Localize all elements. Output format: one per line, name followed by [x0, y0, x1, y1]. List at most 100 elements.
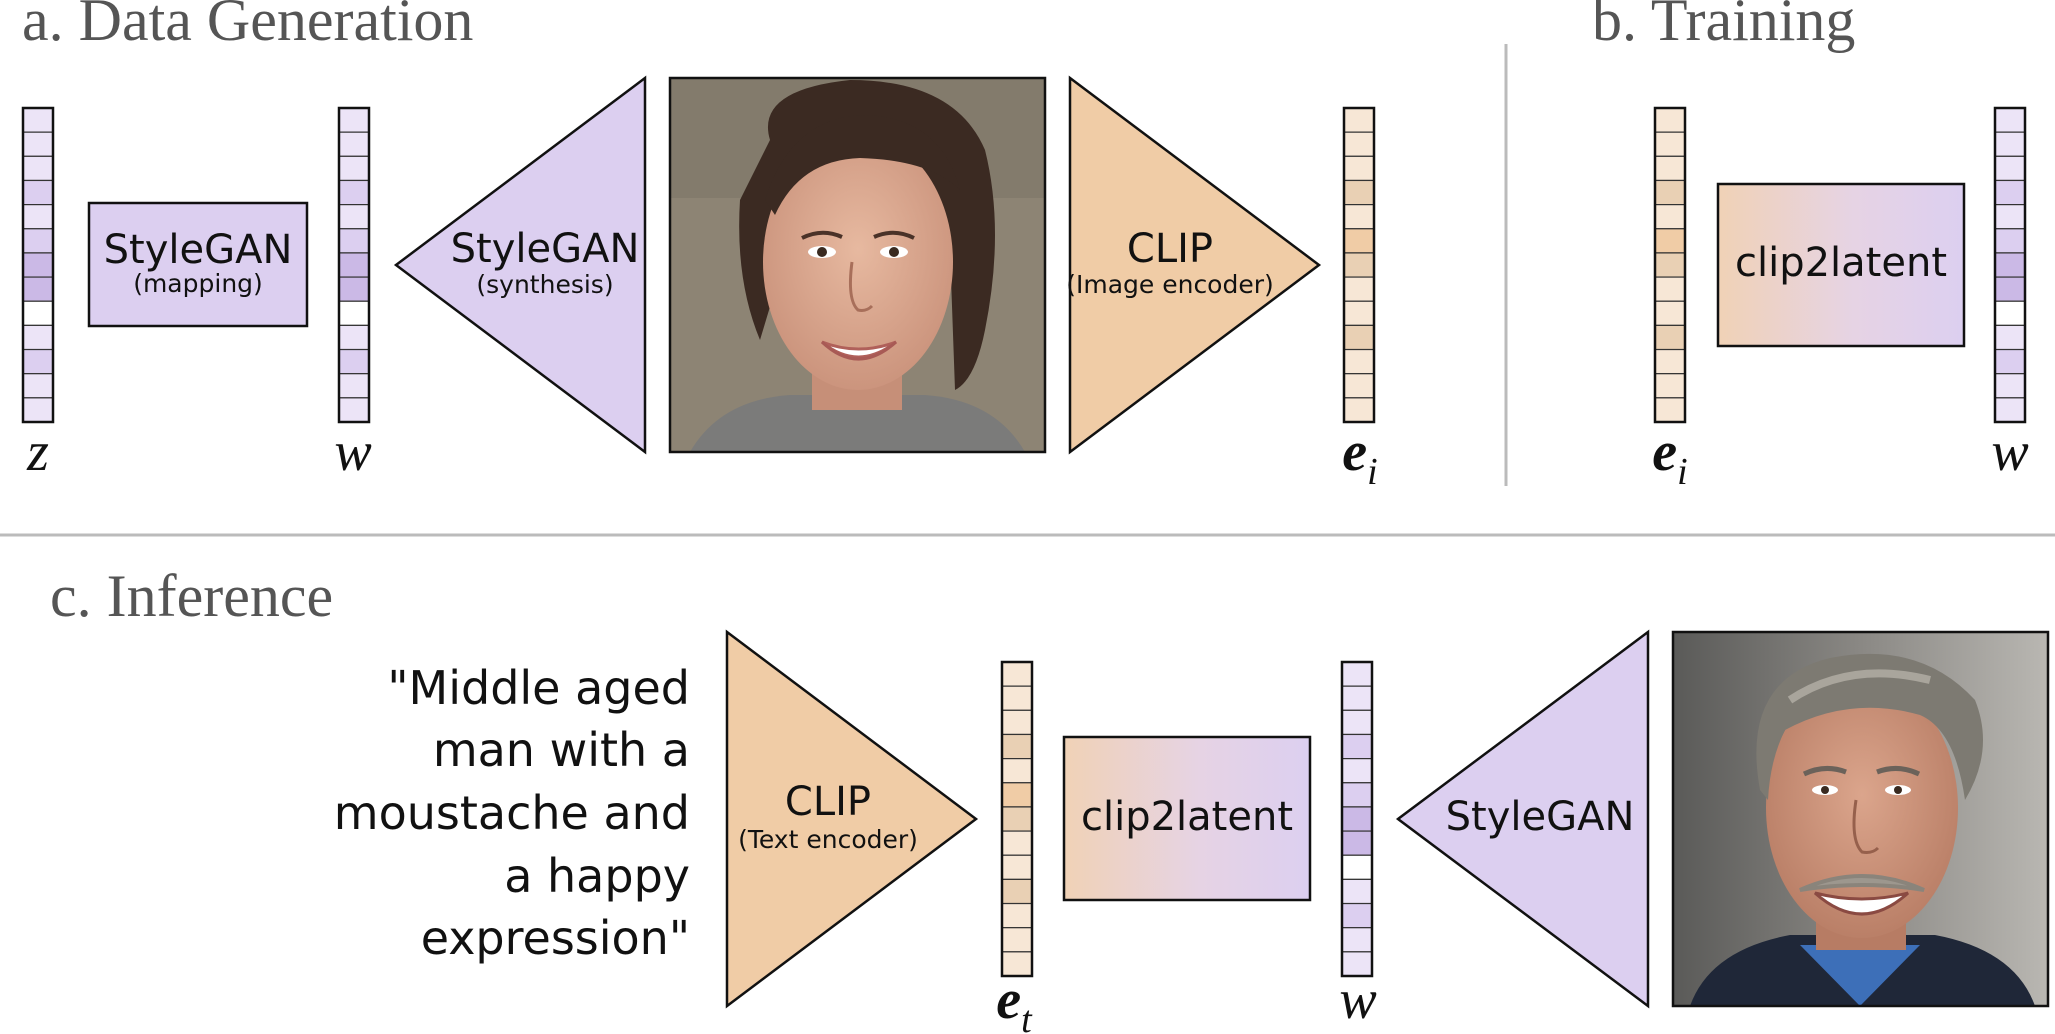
- et-label: et: [996, 969, 1033, 1034]
- vector-cell: [1994, 179, 2026, 206]
- training-input-vector-ei: [1653, 106, 1687, 424]
- vector-cell: [1341, 830, 1373, 856]
- vector-cell: [1341, 733, 1373, 760]
- z-label: z: [26, 421, 49, 483]
- w-label-data-generation: w: [334, 421, 371, 483]
- vector-cell: [1654, 397, 1686, 423]
- vector-cell: [1343, 276, 1375, 302]
- vector-cell: [1343, 300, 1375, 326]
- vector-cell: [1341, 854, 1373, 880]
- vector-cell: [338, 276, 370, 302]
- vector-cell: [22, 179, 54, 206]
- clip2latent-inference-label: clip2latent: [1081, 794, 1293, 840]
- vector-cell: [1001, 830, 1033, 856]
- vector-cell: [1654, 300, 1686, 326]
- ei-label-data-generation: ei: [1342, 421, 1377, 493]
- vector-cell: [338, 131, 370, 157]
- vector-cell: [1001, 927, 1033, 953]
- vector-outline: [1000, 660, 1034, 978]
- prompt-line-4: a happy: [504, 849, 690, 903]
- vector-cell: [1654, 107, 1686, 133]
- stylegan-mapping-title: StyleGAN: [104, 227, 293, 273]
- vector-outline: [1340, 660, 1374, 978]
- vector-cell: [22, 397, 54, 423]
- stylegan-inference-label: StyleGAN: [1446, 794, 1635, 840]
- vector-cell: [1343, 252, 1375, 278]
- training-ei-subscript: i: [1677, 451, 1688, 493]
- vector-cell: [1654, 131, 1686, 157]
- w-label-inference: w: [1339, 969, 1376, 1031]
- output-face-image: [1673, 632, 2048, 1006]
- vector-cell: [338, 348, 370, 375]
- vector-cell: [338, 155, 370, 182]
- vector-cell: [1341, 758, 1373, 784]
- clip-image-subtitle: (Image encoder): [1066, 270, 1274, 299]
- vector-cell: [1001, 685, 1033, 711]
- vector-outline: [1342, 106, 1376, 424]
- vector-cell: [22, 348, 54, 375]
- clip-image-title: CLIP: [1127, 226, 1213, 272]
- vector-cell: [1994, 373, 2026, 399]
- prompt-line-1: "Middle aged: [387, 661, 690, 715]
- vector-cell: [1994, 324, 2026, 351]
- vector-cell: [1654, 252, 1686, 278]
- et-label-letter: e: [996, 969, 1021, 1031]
- vector-cell: [22, 324, 54, 351]
- vector-cell: [22, 131, 54, 157]
- training-target-vector-w: [1993, 106, 2027, 424]
- stylegan-mapping-block: StyleGAN (mapping): [87, 201, 309, 328]
- vector-outline: [337, 106, 371, 424]
- vector-cell: [1341, 685, 1373, 711]
- section-title-inference: c. Inference: [50, 563, 333, 629]
- vector-cell: [1994, 228, 2026, 254]
- vector-cell: [1654, 276, 1686, 302]
- vector-cell: [1343, 228, 1375, 254]
- vector-cell: [1001, 902, 1033, 929]
- vector-cell: [338, 397, 370, 423]
- vector-cell: [1341, 927, 1373, 953]
- vector-cell: [338, 107, 370, 133]
- ei-label-subscript: i: [1367, 451, 1378, 493]
- ei-label-letter: e: [1342, 421, 1367, 483]
- prompt-line-3: moustache and: [334, 786, 690, 840]
- vector-cell: [1343, 131, 1375, 157]
- vector-cell: [1001, 758, 1033, 784]
- vector-cell: [1341, 661, 1373, 687]
- clip2latent-training-label: clip2latent: [1735, 240, 1947, 286]
- vector-cell: [1341, 806, 1373, 832]
- vector-cell: [1343, 107, 1375, 133]
- prompt-line-5: expression": [421, 911, 690, 965]
- vector-cell: [1341, 709, 1373, 736]
- w-label-training: w: [1991, 421, 2028, 483]
- vector-cell: [1343, 179, 1375, 206]
- vector-cell: [1001, 854, 1033, 880]
- latent-vector-w: [337, 106, 371, 424]
- output-face-frame: [1671, 630, 2050, 1008]
- section-title-data-generation: a. Data Generation: [22, 0, 473, 53]
- text-prompt: "Middle aged man with a moustache and a …: [334, 661, 690, 965]
- vector-cell: [1994, 131, 2026, 157]
- vector-cell: [1343, 397, 1375, 423]
- vector-outline: [21, 106, 55, 424]
- vector-cell: [1994, 397, 2026, 423]
- vector-outline: [1993, 106, 2027, 424]
- stylegan-synthesis-subtitle: (synthesis): [476, 270, 613, 299]
- clip-embedding-vector-ei: [1342, 106, 1376, 424]
- vector-cell: [22, 252, 54, 278]
- vector-cell: [22, 228, 54, 254]
- generated-face-image: [670, 78, 1045, 452]
- vector-cell: [1654, 155, 1686, 182]
- vector-cell: [1341, 878, 1373, 905]
- vector-outline: [1653, 106, 1687, 424]
- vector-cell: [22, 155, 54, 182]
- stylegan-mapping-subtitle: (mapping): [133, 269, 263, 298]
- prompt-line-2: man with a: [433, 723, 690, 777]
- vector-cell: [1994, 107, 2026, 133]
- vector-cell: [1001, 878, 1033, 905]
- clip2latent-training-block: clip2latent: [1716, 182, 1966, 348]
- vector-cell: [338, 252, 370, 278]
- vector-cell: [1343, 155, 1375, 182]
- vector-cell: [338, 324, 370, 351]
